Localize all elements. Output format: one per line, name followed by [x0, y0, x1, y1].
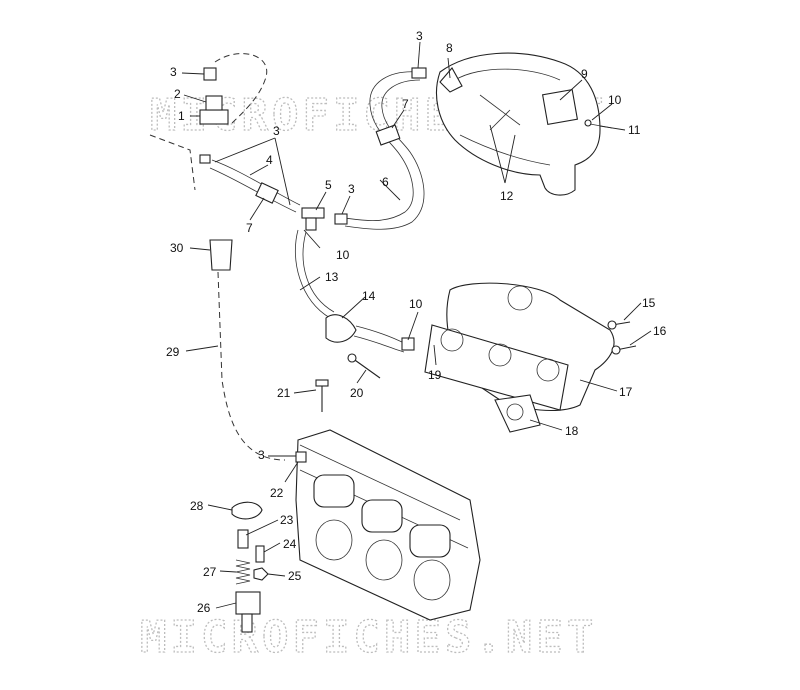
callout-3a: 3	[170, 65, 177, 79]
callout-16: 16	[653, 324, 667, 338]
callout-29: 29	[166, 345, 180, 359]
cylinder-block[interactable]	[295, 429, 481, 621]
callout-3e: 3	[258, 448, 265, 462]
hose-4[interactable]	[199, 154, 301, 213]
callout-5: 5	[325, 178, 332, 192]
nut-25[interactable]	[253, 567, 269, 581]
bolt-24[interactable]	[255, 545, 265, 563]
callout-21: 21	[277, 386, 291, 400]
callout-3c: 3	[416, 29, 423, 43]
callout-10c: 10	[409, 297, 423, 311]
callout-8: 8	[446, 41, 453, 55]
callout-7b: 7	[402, 97, 409, 111]
hose-6[interactable]	[334, 67, 427, 230]
callout-25: 25	[288, 569, 302, 583]
callout-23: 23	[280, 513, 294, 527]
callout-18: 18	[565, 424, 579, 438]
manifold-gasket-19[interactable]	[424, 324, 569, 411]
tee-fitting-5[interactable]	[301, 207, 325, 231]
callout-28: 28	[190, 499, 204, 513]
hose-29-dashed	[217, 271, 286, 461]
callout-4: 4	[266, 153, 273, 167]
hose-30[interactable]	[209, 239, 233, 271]
spring-27[interactable]	[235, 559, 251, 585]
callout-12: 12	[500, 189, 514, 203]
fitting-22[interactable]	[295, 451, 307, 463]
callout-22: 22	[270, 486, 284, 500]
callout-26: 26	[197, 601, 211, 615]
outlet-fitting-8[interactable]	[439, 67, 463, 93]
callout-1: 1	[178, 109, 185, 123]
callout-11: 11	[628, 123, 641, 137]
callout-10b: 10	[336, 248, 350, 262]
hose-14[interactable]	[325, 314, 415, 353]
fitting-1-2[interactable]	[199, 67, 229, 125]
callout-13: 13	[325, 270, 339, 284]
leader-lines	[181, 41, 652, 609]
muffler-assembly[interactable]	[436, 52, 601, 196]
bolt-20[interactable]	[347, 353, 381, 379]
callout-27: 27	[203, 565, 217, 579]
dashed-outline-left	[149, 134, 196, 191]
callout-20: 20	[350, 386, 364, 400]
callout-24: 24	[283, 537, 297, 551]
dashed-outline-hull	[214, 53, 268, 126]
callout-6: 6	[382, 175, 389, 189]
callout-2: 2	[174, 87, 181, 101]
callout-30: 30	[170, 241, 184, 255]
callout-7a: 7	[246, 221, 253, 235]
hose-13[interactable]	[295, 229, 335, 319]
bolt-21[interactable]	[315, 379, 329, 412]
callout-15: 15	[642, 296, 656, 310]
callout-19: 19	[428, 368, 442, 382]
callout-10a: 10	[608, 93, 622, 107]
bolt-15[interactable]	[607, 320, 631, 330]
callout-9: 9	[581, 67, 588, 81]
bolt-16[interactable]	[611, 345, 637, 355]
sensor-23[interactable]	[237, 529, 249, 549]
callout-14: 14	[362, 289, 376, 303]
gasket-28[interactable]	[231, 501, 263, 520]
callout-3d: 3	[348, 182, 355, 196]
callout-3b: 3	[273, 124, 280, 138]
callout-labels: 1 2 3 3 3 3 3 4 5 6 7 7 8 9 10 10 10 11 …	[166, 29, 667, 615]
callout-17: 17	[619, 385, 633, 399]
watermark-bottom: MICROFICHES.NET	[140, 612, 597, 663]
gasket-18[interactable]	[494, 394, 541, 433]
